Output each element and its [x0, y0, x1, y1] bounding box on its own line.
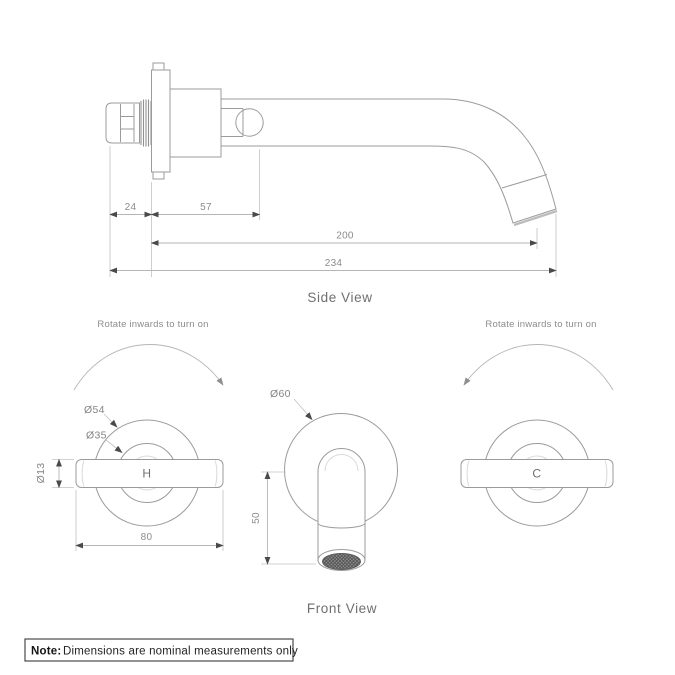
cold-bar-endcap-right: [604, 460, 608, 487]
hot-rotate-arrow: [73, 344, 224, 391]
dia-60-leader: [293, 398, 313, 421]
note-text: Dimensions are nominal measurements only: [63, 646, 298, 658]
cold-rotate-arrow: [463, 344, 614, 391]
front-spout-outline: [317, 448, 366, 560]
valve-body: [169, 88, 222, 158]
front-spout-collar-line: [317, 522, 366, 529]
dim-234-label: 234: [325, 258, 343, 269]
dia-13-label: Ø13: [35, 463, 47, 484]
dia-35-label: Ø35: [86, 430, 107, 442]
hot-rotate-note: Rotate inwards to turn on: [97, 319, 208, 330]
wall-flange: [151, 62, 171, 180]
dim-80-label: 80: [141, 532, 153, 543]
note-label: Note:: [31, 646, 61, 658]
inlet-fitting: [105, 102, 140, 144]
cold-handle-letter: C: [532, 467, 541, 481]
dim-50-dimension: 50: [251, 471, 316, 565]
hot-handle-letter: H: [142, 467, 151, 481]
hot-handle-drawing: Rotate inwards to turn on H Ø54 Ø35 Ø13 …: [35, 319, 224, 551]
side-view-dimensions: 24 57 200 234: [109, 146, 557, 277]
front-view-drawing: Ø60 50 Front View: [251, 388, 398, 616]
cold-rotate-note: Rotate inwards to turn on: [485, 319, 596, 330]
cold-bar-endcap-left: [466, 460, 470, 487]
side-view-title: Side View: [307, 290, 372, 305]
hot-handle-bar: [75, 459, 224, 488]
hot-bar-endcap-left: [81, 460, 85, 487]
dia-13-dimension: Ø13: [35, 458, 74, 489]
dim-50-label: 50: [251, 512, 262, 524]
dim-200-label: 200: [336, 231, 354, 242]
cold-handle-drawing: Rotate inwards to turn on C: [460, 319, 614, 527]
dim-57-label: 57: [200, 202, 212, 213]
spout-tip-face: [513, 209, 558, 227]
aerator-rim: [317, 549, 366, 571]
dia-35-leader: [105, 439, 123, 453]
spout-outline: [220, 98, 557, 224]
hot-bar-endcap-right: [214, 460, 218, 487]
front-spout-inner-arc: [324, 454, 359, 472]
front-view-title: Front View: [307, 601, 377, 616]
dim-24-label: 24: [125, 202, 137, 213]
spout-joint-capsule: [221, 108, 264, 137]
thread-lines: [140, 99, 152, 147]
dia-60-label: Ø60: [270, 388, 291, 400]
spout-aerator-joint-line: [501, 174, 548, 189]
note-box: Note: Dimensions are nominal measurement…: [24, 638, 298, 662]
dim-80-dimension: 80: [75, 490, 224, 551]
front-spout-fill: [318, 448, 365, 571]
side-view-drawing: 24 57 200 234 Side View: [105, 62, 558, 305]
dia-54-leader: [103, 413, 118, 428]
dia-54-label: Ø54: [84, 404, 105, 416]
aerator-mesh: [322, 553, 361, 570]
cold-handle-bar: [460, 459, 614, 488]
